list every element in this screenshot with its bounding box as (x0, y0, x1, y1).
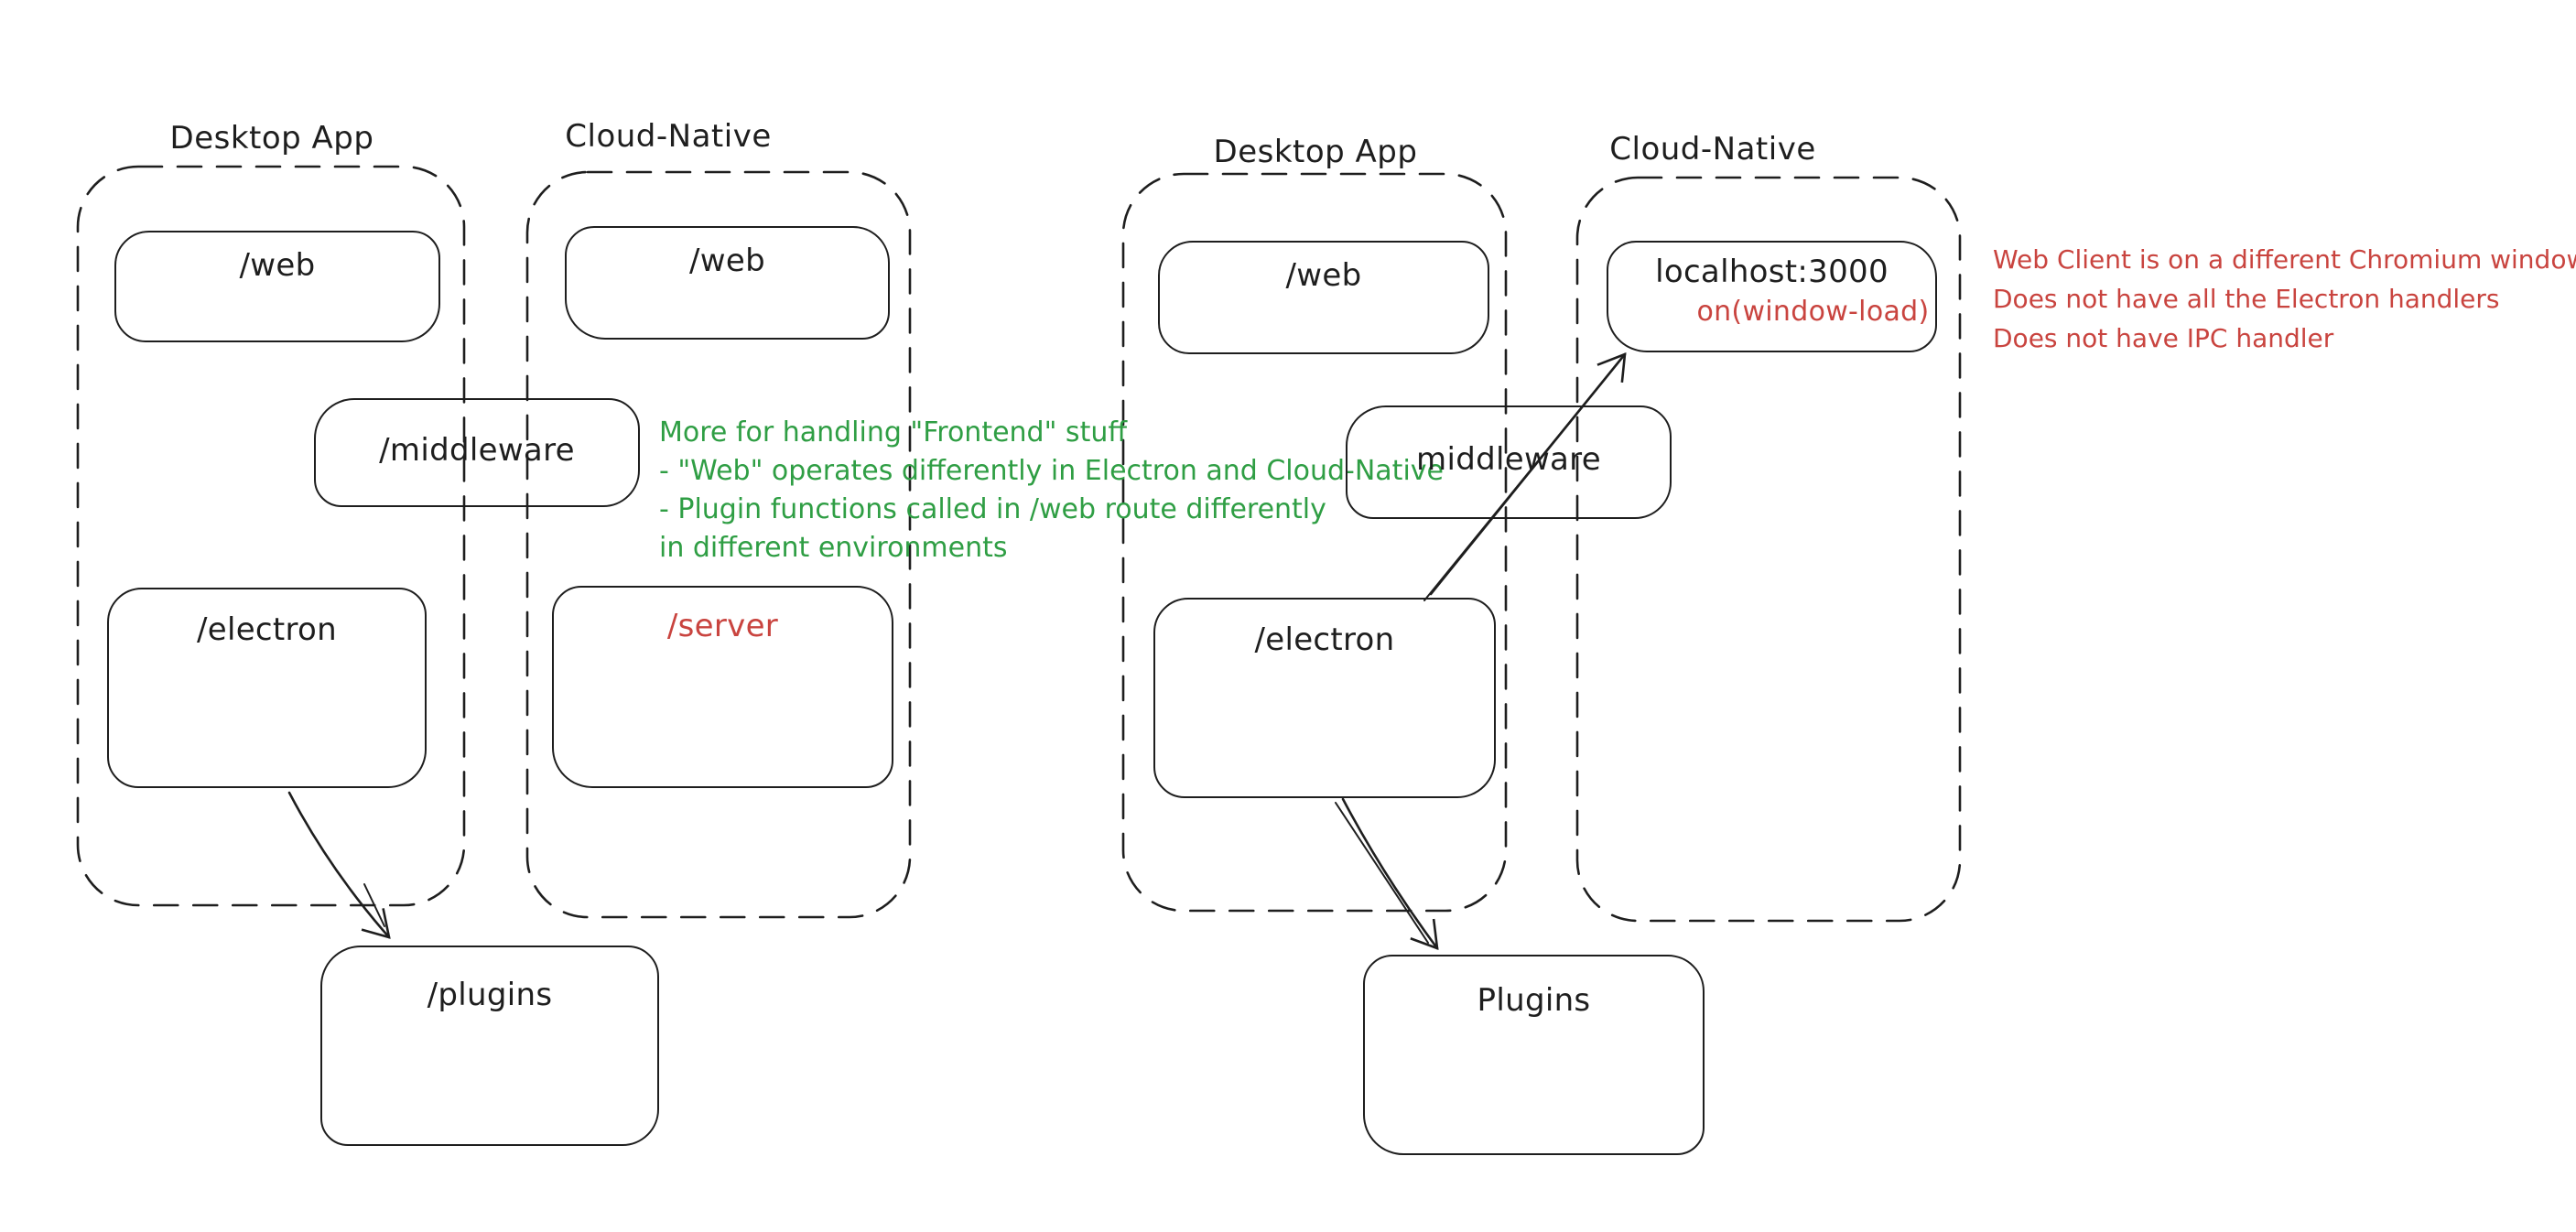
note-frontend-line-4: in different environments (659, 532, 1008, 564)
box-middleware-left: /middleware (314, 398, 640, 507)
box-localhost-window-load-label: on(window-load) (1696, 296, 1930, 328)
box-plugins-right: Plugins (1363, 955, 1705, 1155)
note-web-client-line-1: Web Client is on a different Chromium wi… (1993, 244, 2576, 275)
note-frontend-line-2: - "Web" operates differently in Electron… (659, 455, 1444, 487)
arrow-electron-to-plugins-left (287, 791, 391, 939)
box-middleware-right: middleware (1346, 405, 1672, 519)
arrow-electron-to-plugins-right-sketch (1335, 802, 1429, 944)
title-desktop-app-right: Desktop App (1213, 134, 1418, 170)
box-electron-left: /electron (107, 588, 427, 788)
arrow-electron-to-plugins-right (1341, 797, 1439, 950)
title-desktop-app-left: Desktop App (169, 120, 374, 157)
box-electron-right: /electron (1153, 598, 1496, 798)
box-localhost-3000: localhost:3000 on(window-load) (1607, 241, 1937, 352)
box-electron-left-label: /electron (196, 611, 338, 648)
box-plugins-right-label: Plugins (1477, 982, 1591, 1019)
box-middleware-left-label: /middleware (379, 431, 575, 469)
arrow-electron-to-plugins-left-sketch (363, 883, 385, 927)
box-web-cloud-left: /web (565, 226, 890, 340)
box-server: /server (552, 586, 893, 788)
box-web-cloud-left-label: /web (689, 243, 765, 279)
title-cloud-native-left: Cloud-Native (565, 118, 772, 155)
box-plugins-left: /plugins (320, 946, 659, 1146)
note-web-client-line-3: Does not have IPC handler (1993, 323, 2334, 353)
title-cloud-native-right: Cloud-Native (1609, 131, 1816, 168)
box-web-desktop-left: /web (114, 231, 440, 342)
note-web-client-line-2: Does not have all the Electron handlers (1993, 284, 2500, 314)
box-web-desktop-right-label: /web (1285, 257, 1362, 294)
box-server-label: /server (666, 608, 779, 644)
box-web-desktop-left-label: /web (239, 247, 316, 284)
box-plugins-left-label: /plugins (427, 977, 553, 1013)
note-frontend-line-3: - Plugin functions called in /web route … (659, 493, 1326, 525)
box-electron-right-label: /electron (1254, 621, 1395, 658)
note-frontend-line-1: More for handling "Frontend" stuff (659, 416, 1128, 448)
box-middleware-right-label: middleware (1416, 440, 1601, 478)
note-web-client: Web Client is on a different Chromium wi… (1993, 240, 2576, 358)
box-localhost-3000-label: localhost:3000 (1655, 254, 1889, 290)
box-web-desktop-right: /web (1158, 241, 1489, 354)
note-frontend-handling: More for handling "Frontend" stuff - "We… (659, 414, 1444, 567)
